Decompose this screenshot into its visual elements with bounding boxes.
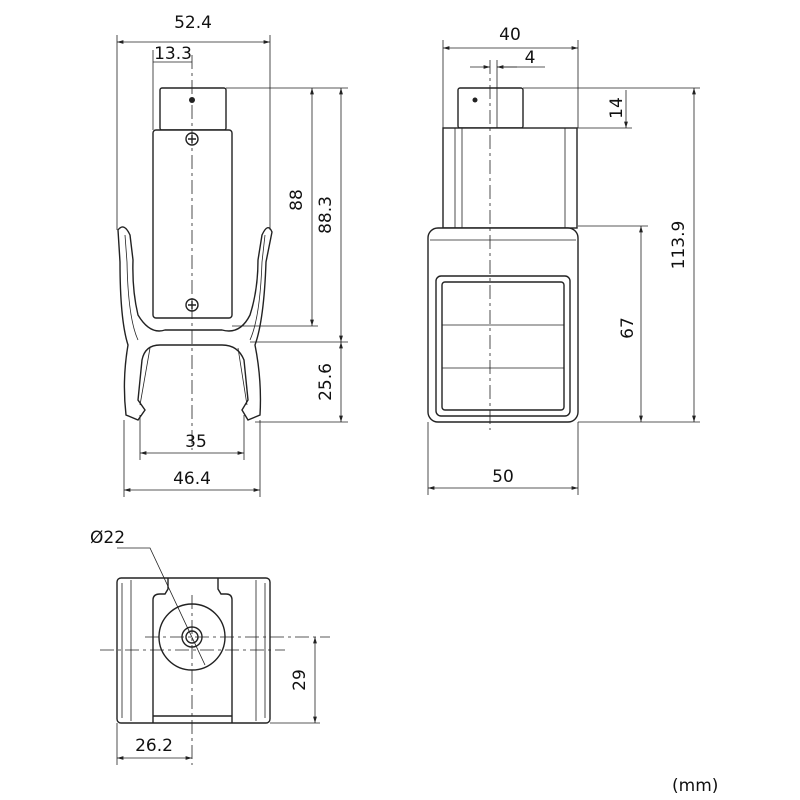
dim-width: 40 bbox=[499, 25, 521, 45]
side-view: 40 4 14 113.9 67 50 bbox=[427, 25, 700, 495]
dim-offset: 4 bbox=[525, 48, 536, 68]
dim-top-height: 88.3 bbox=[316, 196, 336, 234]
body bbox=[152, 129, 233, 319]
dim-offset: 13.3 bbox=[154, 44, 192, 64]
outer-body bbox=[116, 577, 271, 724]
dim-clip-inner: 35 bbox=[185, 432, 207, 452]
dim-total-height: 113.9 bbox=[669, 221, 689, 270]
cap bbox=[159, 87, 227, 131]
dim-block-height: 67 bbox=[618, 317, 638, 339]
dim-base-width: 50 bbox=[492, 467, 514, 487]
dim-clip-height: 25.6 bbox=[316, 363, 336, 401]
front-view: 52.4 13.3 88 88.3 25.6 35 46.4 bbox=[116, 13, 348, 497]
dim-overall-width: 52.4 bbox=[174, 13, 212, 33]
bottom-view: Ø22 29 26.2 bbox=[90, 528, 330, 765]
body bbox=[442, 127, 578, 229]
dim-height: 29 bbox=[290, 669, 310, 691]
dim-clip-outer: 46.4 bbox=[173, 469, 211, 489]
clip-outer bbox=[117, 226, 273, 421]
window bbox=[441, 281, 565, 411]
dim-offset: 26.2 bbox=[135, 736, 173, 756]
cap bbox=[457, 87, 524, 129]
units-label: (mm) bbox=[672, 776, 718, 796]
dim-body-height: 88 bbox=[287, 189, 307, 211]
dim-diameter: Ø22 bbox=[90, 528, 125, 548]
dim-cap-height: 14 bbox=[607, 97, 627, 119]
